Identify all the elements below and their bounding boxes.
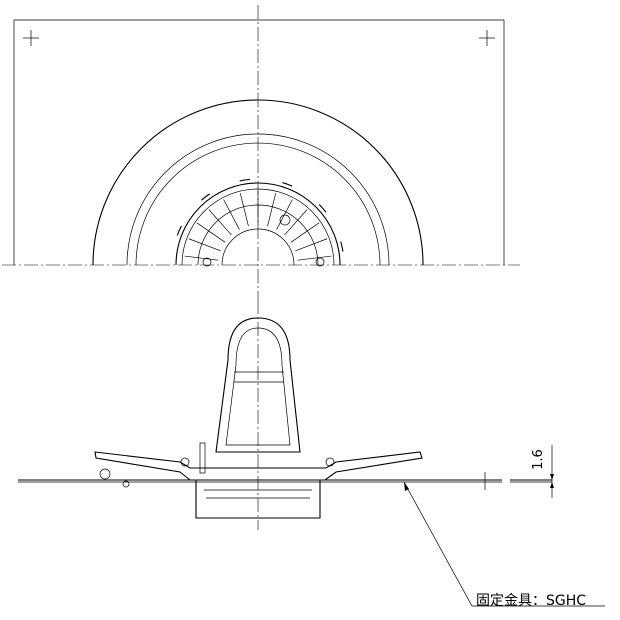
grate-rib	[297, 255, 332, 261]
grate-outer-ring	[175, 182, 341, 266]
crosshair-mark-right	[479, 30, 495, 46]
bolt	[199, 442, 206, 474]
fixing-nut	[99, 468, 111, 480]
outlet-cylinder	[195, 480, 321, 519]
dimension-label: 1.6	[530, 449, 546, 470]
grate-rib	[295, 238, 328, 252]
grate-rib	[284, 209, 308, 236]
plate-outline	[13, 19, 505, 265]
rim-segment	[318, 204, 327, 213]
rim-segment	[176, 225, 182, 236]
rim-segment	[282, 182, 293, 187]
screw-head	[202, 257, 212, 267]
grate-slots	[176, 178, 344, 261]
rim-segment	[239, 178, 250, 182]
grate-rib	[276, 199, 293, 230]
rim-segment	[201, 193, 210, 201]
crosshair-mark-left	[23, 30, 39, 46]
grate-hub	[221, 228, 295, 266]
inner-flange-arc-2	[135, 142, 381, 266]
material-callout: 固定金具：SGHC	[476, 593, 587, 609]
grate-rib	[239, 193, 249, 227]
flange-wings	[94, 451, 423, 481]
grate-rib	[290, 222, 320, 243]
dome-outer	[215, 317, 301, 453]
inner-flange-arc	[126, 133, 390, 266]
top-view	[2, 5, 520, 300]
grate-rib	[184, 255, 219, 261]
grate-rib	[267, 193, 277, 227]
screw-head	[315, 257, 325, 267]
grate-rib	[188, 238, 221, 252]
grate-rib	[196, 222, 226, 243]
dome-inner	[225, 327, 291, 446]
leader-line	[403, 481, 605, 607]
side-view	[18, 300, 605, 607]
screw-head	[279, 214, 291, 226]
outer-flange-arc	[92, 99, 424, 266]
grate-rib	[223, 199, 240, 230]
rim-segment	[340, 241, 344, 252]
grate-rib	[208, 209, 232, 236]
